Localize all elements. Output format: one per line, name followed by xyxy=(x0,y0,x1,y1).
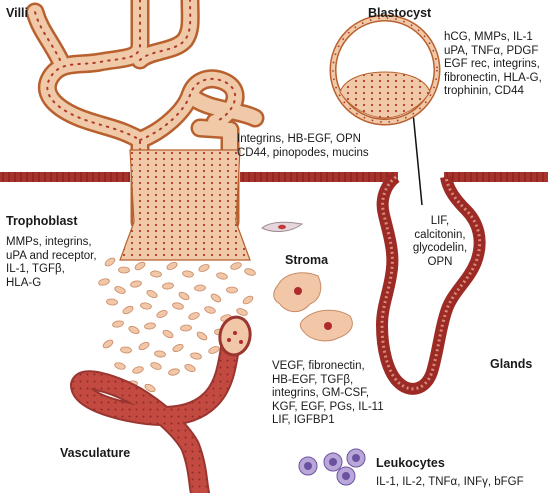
trophoblast-cell xyxy=(204,306,216,314)
blastocyst-label: Blastocyst xyxy=(368,6,432,20)
blastocyst-factor-list: hCG, MMPs, IL-1 uPA, TNFα, PDGF EGF rec,… xyxy=(444,31,542,99)
trophoblast-cell xyxy=(188,312,200,320)
trophoblast-cell xyxy=(208,346,220,354)
trophoblast-cell xyxy=(162,282,174,290)
leukocyte-factor-line: IL-1, IL-2, TNFα, INFγ, bFGF xyxy=(376,476,524,488)
trophoblast-cell xyxy=(106,298,118,306)
trophoblast-cell xyxy=(112,320,124,328)
vasculature-factor-line: HB-EGF, TGFβ, xyxy=(272,373,354,386)
leukocytes-illustration xyxy=(298,448,366,486)
trophoblast-cell xyxy=(98,278,110,286)
trophoblast-cell xyxy=(132,366,144,374)
trophoblast-column xyxy=(119,149,251,261)
trophoblast-factor-list: MMPs, integrins, uPA and receptor, IL-1,… xyxy=(6,236,97,290)
trophoblast-factor-line: MMPs, integrins, xyxy=(6,236,92,248)
vasculature-factor-line: integrins, GM-CSF, xyxy=(272,387,370,399)
surface-factor-list: Integrins, HB-EGF, OPN CD44, pinopodes, … xyxy=(237,133,369,160)
trophoblast-cell xyxy=(118,266,130,274)
trophoblast-cell xyxy=(196,331,208,341)
trophoblast-cell xyxy=(216,272,228,280)
blastocyst-factor-line: hCG, MMPs, IL-1 xyxy=(444,31,533,43)
trophoblast-label: Trophoblast xyxy=(6,214,78,228)
stroma-cells xyxy=(261,221,353,342)
glands-label: Glands xyxy=(490,357,533,371)
gland-factor-line: calcitonin, xyxy=(414,228,466,241)
trophoblast-cell xyxy=(104,257,116,267)
trophoblast-cell xyxy=(122,305,134,315)
trophoblast-cell xyxy=(102,339,114,349)
leukocytes-label: Leukocytes xyxy=(376,456,445,470)
trophoblast-cell xyxy=(150,270,162,278)
trophoblast-cell xyxy=(180,324,192,332)
vasculature-factor-line: LIF, IGFBP1 xyxy=(272,414,335,426)
surface-factor-line: CD44, pinopodes, mucins xyxy=(237,146,369,159)
gland-factor-list: LIF, calcitonin, glycodelin, OPN xyxy=(400,215,480,269)
gland-factor-line: OPN xyxy=(427,255,453,268)
stroma-label: Stroma xyxy=(285,253,329,267)
trophoblast-cell xyxy=(178,291,190,301)
trophoblast-factor-line: HLA-G xyxy=(6,276,42,289)
trophoblast-cell xyxy=(144,322,156,330)
blastocyst-illustration xyxy=(329,14,441,126)
vasculature-label: Vasculature xyxy=(60,446,131,460)
trophoblast-cell xyxy=(172,344,184,352)
trophoblast-cell xyxy=(156,310,168,318)
trophoblast-factor-line: IL-1, TGFβ, xyxy=(6,263,65,275)
trophoblast-cell xyxy=(162,329,174,339)
trophoblast-cell xyxy=(140,302,152,310)
trophoblast-cell xyxy=(242,295,254,305)
vasculature-factor-line: KGF, EGF, PGs, IL-11 xyxy=(272,400,384,413)
trophoblast-cell xyxy=(190,352,202,360)
gland-factor-line: LIF, xyxy=(430,215,450,227)
trophoblast-cell xyxy=(198,264,210,272)
leukocyte-factor-list: IL-1, IL-2, TNFα, INFγ, bFGF xyxy=(376,476,524,490)
vasculature-illustration xyxy=(69,315,252,493)
surface-factor-line: Integrins, HB-EGF, OPN xyxy=(237,133,361,145)
trophoblast-cell xyxy=(114,286,126,294)
gland-factor-line: glycodelin, xyxy=(412,242,468,254)
gland-illustration xyxy=(375,172,486,395)
trophoblast-cell xyxy=(134,261,146,271)
trophoblast-cell xyxy=(168,368,180,376)
blastocyst-factor-line: uPA, TNFα, PDGF xyxy=(444,44,539,57)
trophoblast-cell xyxy=(244,268,256,276)
blastocyst-factor-line: trophinin, CD44 xyxy=(444,85,524,97)
blastocyst-factor-line: fibronectin, HLA-G, xyxy=(444,71,542,84)
trophoblast-cell xyxy=(236,308,248,316)
trophoblast-cell xyxy=(230,262,242,270)
trophoblast-cell xyxy=(172,302,184,310)
trophoblast-cell xyxy=(184,364,196,372)
uterine-epithelium xyxy=(0,172,548,182)
trophoblast-factor-line: uPA and receptor, xyxy=(6,249,97,262)
trophoblast-cell xyxy=(120,346,132,354)
arrow-to-blastocyst xyxy=(406,97,423,206)
trophoblast-cell xyxy=(154,350,166,358)
villi-label: Villi xyxy=(6,6,29,20)
vasculature-factor-list: VEGF, fibronectin, HB-EGF, TGFβ, integri… xyxy=(272,360,384,428)
trophoblast-cell xyxy=(114,362,126,370)
trophoblast-cell xyxy=(210,293,222,303)
blastocyst-factor-line: EGF rec, integrins, xyxy=(444,58,540,70)
trophoblast-cell xyxy=(146,289,158,299)
trophoblast-cell xyxy=(182,270,194,278)
trophoblast-cell xyxy=(128,326,140,334)
vasculature-factor-line: VEGF, fibronectin, xyxy=(272,360,365,372)
trophoblast-cell xyxy=(226,286,238,294)
trophoblast-cell xyxy=(144,383,156,393)
trophoblast-cell xyxy=(194,284,206,292)
trophoblast-cell xyxy=(166,261,178,271)
migrating-trophoblast-cells xyxy=(98,257,256,393)
trophoblast-cell xyxy=(150,362,162,370)
trophoblast-cell xyxy=(130,280,142,288)
trophoblast-cell xyxy=(138,341,150,351)
